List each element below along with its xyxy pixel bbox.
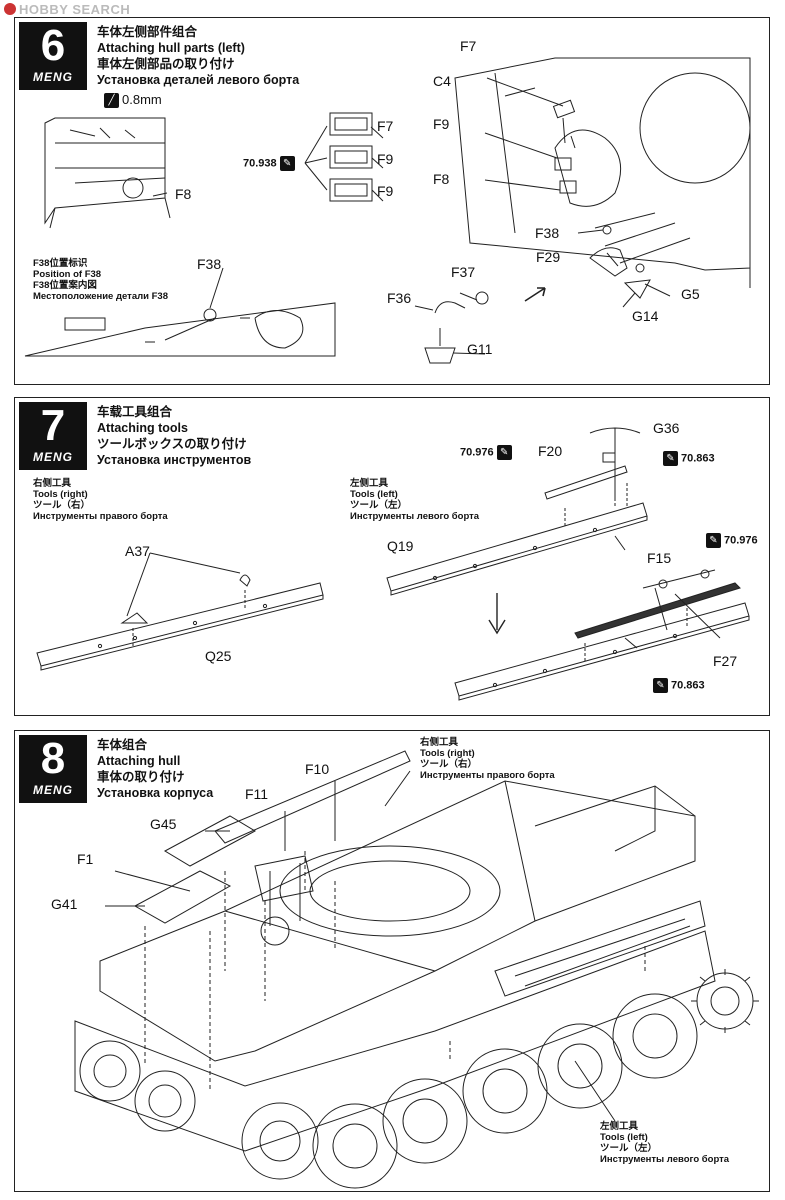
part-label: G41 xyxy=(51,896,78,912)
watermark-logo-icon xyxy=(4,3,16,15)
part-label: Q25 xyxy=(205,648,232,664)
step-8-titles: 车体组合 Attaching hull 車体の取り付け Установка ко… xyxy=(97,737,213,801)
paint-callout: ✎70.863 xyxy=(650,678,705,693)
part-label: F38 xyxy=(197,256,222,272)
part-label: F1 xyxy=(77,851,94,867)
part-label: G11 xyxy=(467,341,493,357)
part-label: Q19 xyxy=(387,538,414,554)
title-zh: 车载工具组合 xyxy=(97,405,173,419)
part-label: C4 xyxy=(433,73,451,89)
step-8-panel: 8 MENG 车体组合 Attaching hull 車体の取り付け Устан… xyxy=(14,730,770,1192)
title-en: Attaching tools xyxy=(97,421,188,435)
part-label: G45 xyxy=(150,816,177,832)
paintbrush-icon: ✎ xyxy=(279,156,295,171)
left-tools-note: 左侧工具 Tools (left) ツール（左） Инструменты лев… xyxy=(350,478,480,522)
part-label: F7 xyxy=(460,38,477,54)
step-6-titles: 车体左侧部件组合 Attaching hull parts (left) 車体左… xyxy=(97,24,299,88)
brand-logo: MENG xyxy=(33,783,73,797)
paint-callout: 70.938✎ xyxy=(243,156,298,171)
title-zh: 车体组合 xyxy=(97,738,148,752)
step-number: 7 xyxy=(40,401,66,450)
part-label: F27 xyxy=(713,653,738,669)
step-7-number-box: 7 MENG xyxy=(19,402,87,470)
f38-position-note: F38位置标识 Position of F38 F38位置案内図 Местопо… xyxy=(33,258,168,302)
paint-callout: ✎70.863 xyxy=(660,451,715,466)
title-en: Attaching hull xyxy=(97,754,181,768)
step-number: 8 xyxy=(40,734,66,783)
part-label: F9 xyxy=(433,116,450,132)
part-label: F8 xyxy=(433,171,450,187)
part-label: F8 xyxy=(175,186,192,202)
part-label: F10 xyxy=(305,761,330,777)
left-tools-note: 左侧工具 Tools (left) ツール（左） Инструменты лев… xyxy=(600,1121,730,1165)
part-label: F7 xyxy=(377,118,394,134)
part-label: F36 xyxy=(387,290,412,306)
drill-callout: ╱0.8mm xyxy=(101,92,162,109)
title-ru: Установка деталей левого борта xyxy=(97,73,300,87)
part-label: G36 xyxy=(653,420,680,436)
drill-icon: ╱ xyxy=(104,93,119,109)
step-8-illustration xyxy=(15,731,769,1191)
title-ja: ツールボックスの取り付け xyxy=(97,437,247,451)
part-label: F9 xyxy=(377,183,394,199)
title-zh: 车体左侧部件组合 xyxy=(97,25,198,39)
brand-logo: MENG xyxy=(33,70,73,84)
paint-callout: 70.976✎ xyxy=(460,445,515,460)
paintbrush-icon: ✎ xyxy=(653,678,668,693)
paintbrush-icon: ✎ xyxy=(496,445,512,460)
paint-callout: ✎70.976 xyxy=(703,533,758,548)
step-7-titles: 车载工具组合 Attaching tools ツールボックスの取り付け Уста… xyxy=(97,404,251,468)
part-label: F20 xyxy=(538,443,563,459)
part-label: F9 xyxy=(377,151,394,167)
step-7-panel: 7 MENG 车载工具组合 Attaching tools ツールボックスの取り… xyxy=(14,397,770,716)
brand-logo: MENG xyxy=(33,450,73,464)
paintbrush-icon: ✎ xyxy=(663,451,678,466)
right-tools-note: 右侧工具 Tools (right) ツール（右） Инструменты пр… xyxy=(33,478,168,522)
title-ja: 車体左側部品の取り付け xyxy=(97,57,235,71)
part-label: F15 xyxy=(647,550,672,566)
step-6-illustration xyxy=(15,18,769,384)
watermark: HOBBY SEARCH xyxy=(4,2,130,17)
step-7-illustration xyxy=(15,398,769,715)
step-6-panel: 6 MENG 车体左侧部件组合 Attaching hull parts (le… xyxy=(14,17,770,385)
title-ja: 車体の取り付け xyxy=(97,770,185,784)
paintbrush-icon: ✎ xyxy=(706,533,721,548)
step-6-number-box: 6 MENG xyxy=(19,22,87,90)
part-label: G5 xyxy=(681,286,700,302)
title-ru: Установка инструментов xyxy=(97,453,252,467)
title-ru: Установка корпуса xyxy=(97,786,214,800)
right-tools-note: 右侧工具 Tools (right) ツール（右） Инструменты пр… xyxy=(420,737,555,781)
part-label: F29 xyxy=(536,249,561,265)
title-en: Attaching hull parts (left) xyxy=(97,41,245,55)
part-label: A37 xyxy=(125,543,150,559)
step-8-number-box: 8 MENG xyxy=(19,735,87,803)
step-number: 6 xyxy=(40,21,66,70)
part-label: F11 xyxy=(245,786,269,802)
part-label: F38 xyxy=(535,225,560,241)
part-label: F37 xyxy=(451,264,476,280)
part-label: G14 xyxy=(632,308,659,324)
